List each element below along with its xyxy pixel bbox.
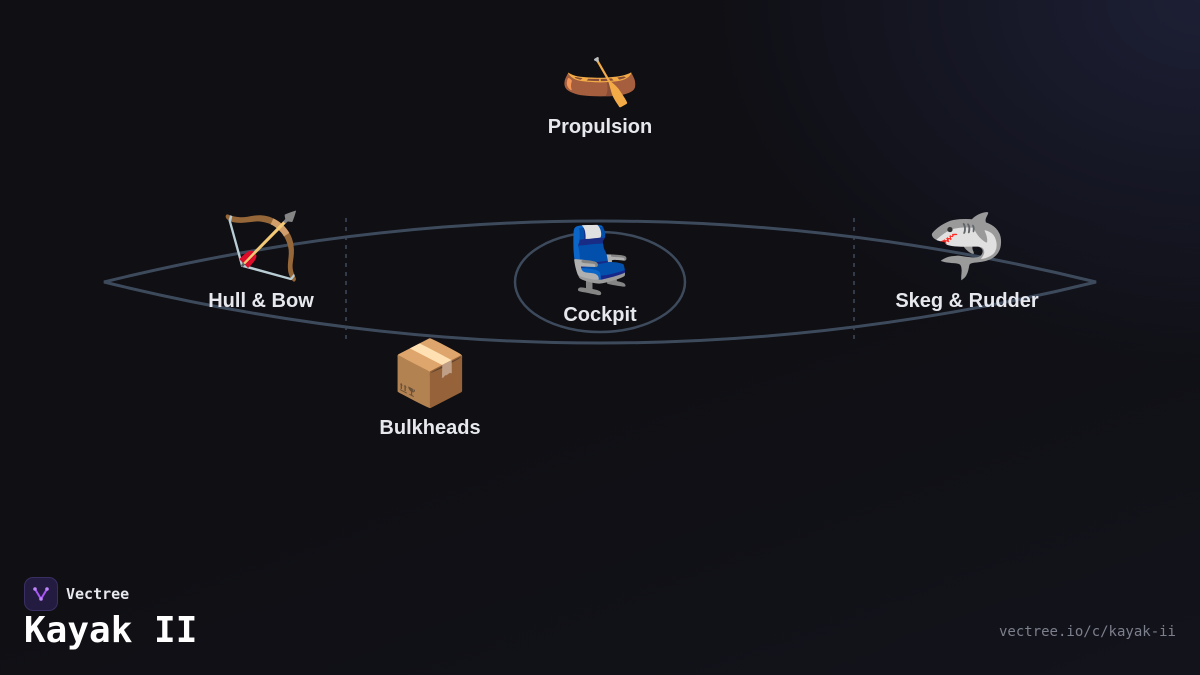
node-label-skeg-rudder: Skeg & Rudder	[895, 290, 1039, 312]
package-icon: 📦	[390, 337, 470, 411]
page-url[interactable]: vectree.io/c/kayak-ii	[998, 624, 1176, 640]
node-cockpit[interactable]: 💺 Cockpit	[560, 224, 640, 327]
node-label-hull-bow: Hull & Bow	[208, 290, 314, 312]
canoe-icon: 🛶	[560, 36, 640, 110]
node-bulkheads[interactable]: 📦 Bulkheads	[379, 337, 480, 440]
vectree-logo-icon	[24, 577, 58, 611]
shark-icon: 🦈	[927, 210, 1007, 284]
brand: Vectree	[24, 577, 129, 611]
page-title: Kayak II	[24, 610, 198, 651]
node-label-bulkheads: Bulkheads	[379, 417, 481, 439]
node-label-cockpit: Cockpit	[563, 304, 637, 326]
cockpit-outline	[513, 230, 687, 334]
brand-name: Vectree	[66, 585, 130, 603]
node-label-propulsion: Propulsion	[547, 116, 653, 138]
node-propulsion[interactable]: 🛶 Propulsion	[548, 36, 652, 139]
kayak-hull-outline	[103, 219, 1097, 345]
node-hull-bow[interactable]: 🏹 Hull & Bow	[208, 210, 314, 313]
seat-icon: 💺	[560, 224, 640, 298]
node-skeg-rudder[interactable]: 🦈 Skeg & Rudder	[895, 210, 1038, 313]
bow-and-arrow-icon: 🏹	[221, 210, 301, 284]
